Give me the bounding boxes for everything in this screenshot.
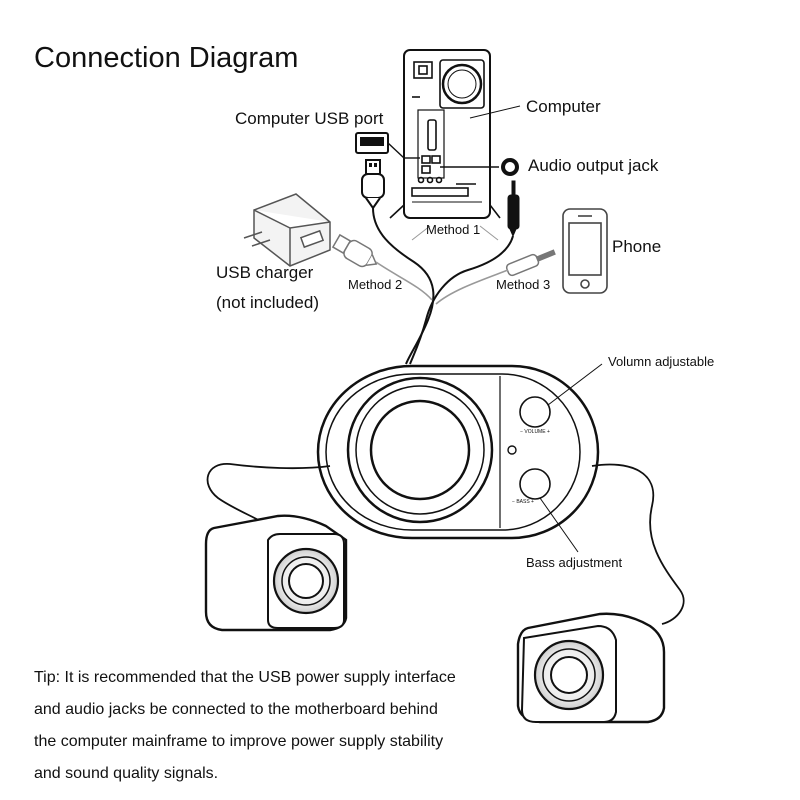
audio-jack-icon — [440, 158, 519, 176]
usb-charger-note: (not included) — [216, 293, 320, 312]
diagram-title: Connection Diagram — [34, 42, 299, 74]
subwoofer-icon — [316, 364, 600, 540]
tip-line: and audio jacks be connected to the moth… — [34, 701, 438, 718]
audio-output-jack-label: Audio output jack — [528, 156, 659, 175]
tip-text: Tip: It is recommended that the USB powe… — [34, 662, 514, 790]
callout-lines — [469, 105, 603, 553]
speaker-cables — [206, 463, 685, 625]
audio-plug-icon — [507, 180, 520, 238]
usb-charger-icon — [243, 193, 331, 267]
usb-plug-icon — [361, 159, 385, 210]
right-speaker-icon — [516, 612, 666, 724]
tip-line: and sound quality signals. — [34, 765, 219, 782]
phone-audio-plug-icon — [505, 249, 556, 277]
method-1-label: Method 1 — [426, 222, 481, 237]
cables — [372, 207, 514, 365]
tip-line: the computer mainframe to improve power … — [34, 733, 444, 750]
computer-tower-icon — [389, 49, 501, 219]
usb-port-icon — [355, 132, 420, 159]
computer-label: Computer — [526, 97, 601, 116]
phone-icon — [562, 208, 608, 294]
volume-knob-text: − VOLUME + — [520, 429, 550, 435]
tip-line: Tip: It is recommended that the USB powe… — [34, 669, 456, 686]
phone-label: Phone — [612, 237, 662, 256]
bass-adjustment-label: Bass adjustment — [526, 555, 623, 570]
usb-charger-label: USB charger — [216, 263, 314, 282]
method-3-label: Method 3 — [496, 277, 551, 292]
volume-adjustable-label: Volumn adjustable — [608, 354, 715, 369]
computer-usb-port-label: Computer USB port — [235, 109, 384, 128]
bass-knob-text: − BASS + — [512, 499, 534, 505]
left-speaker-icon — [204, 514, 348, 632]
bass-knob-icon — [519, 468, 551, 500]
method-2-label: Method 2 — [348, 277, 403, 292]
usb-charger-plug-icon — [331, 233, 378, 268]
volume-knob-icon — [519, 396, 551, 428]
